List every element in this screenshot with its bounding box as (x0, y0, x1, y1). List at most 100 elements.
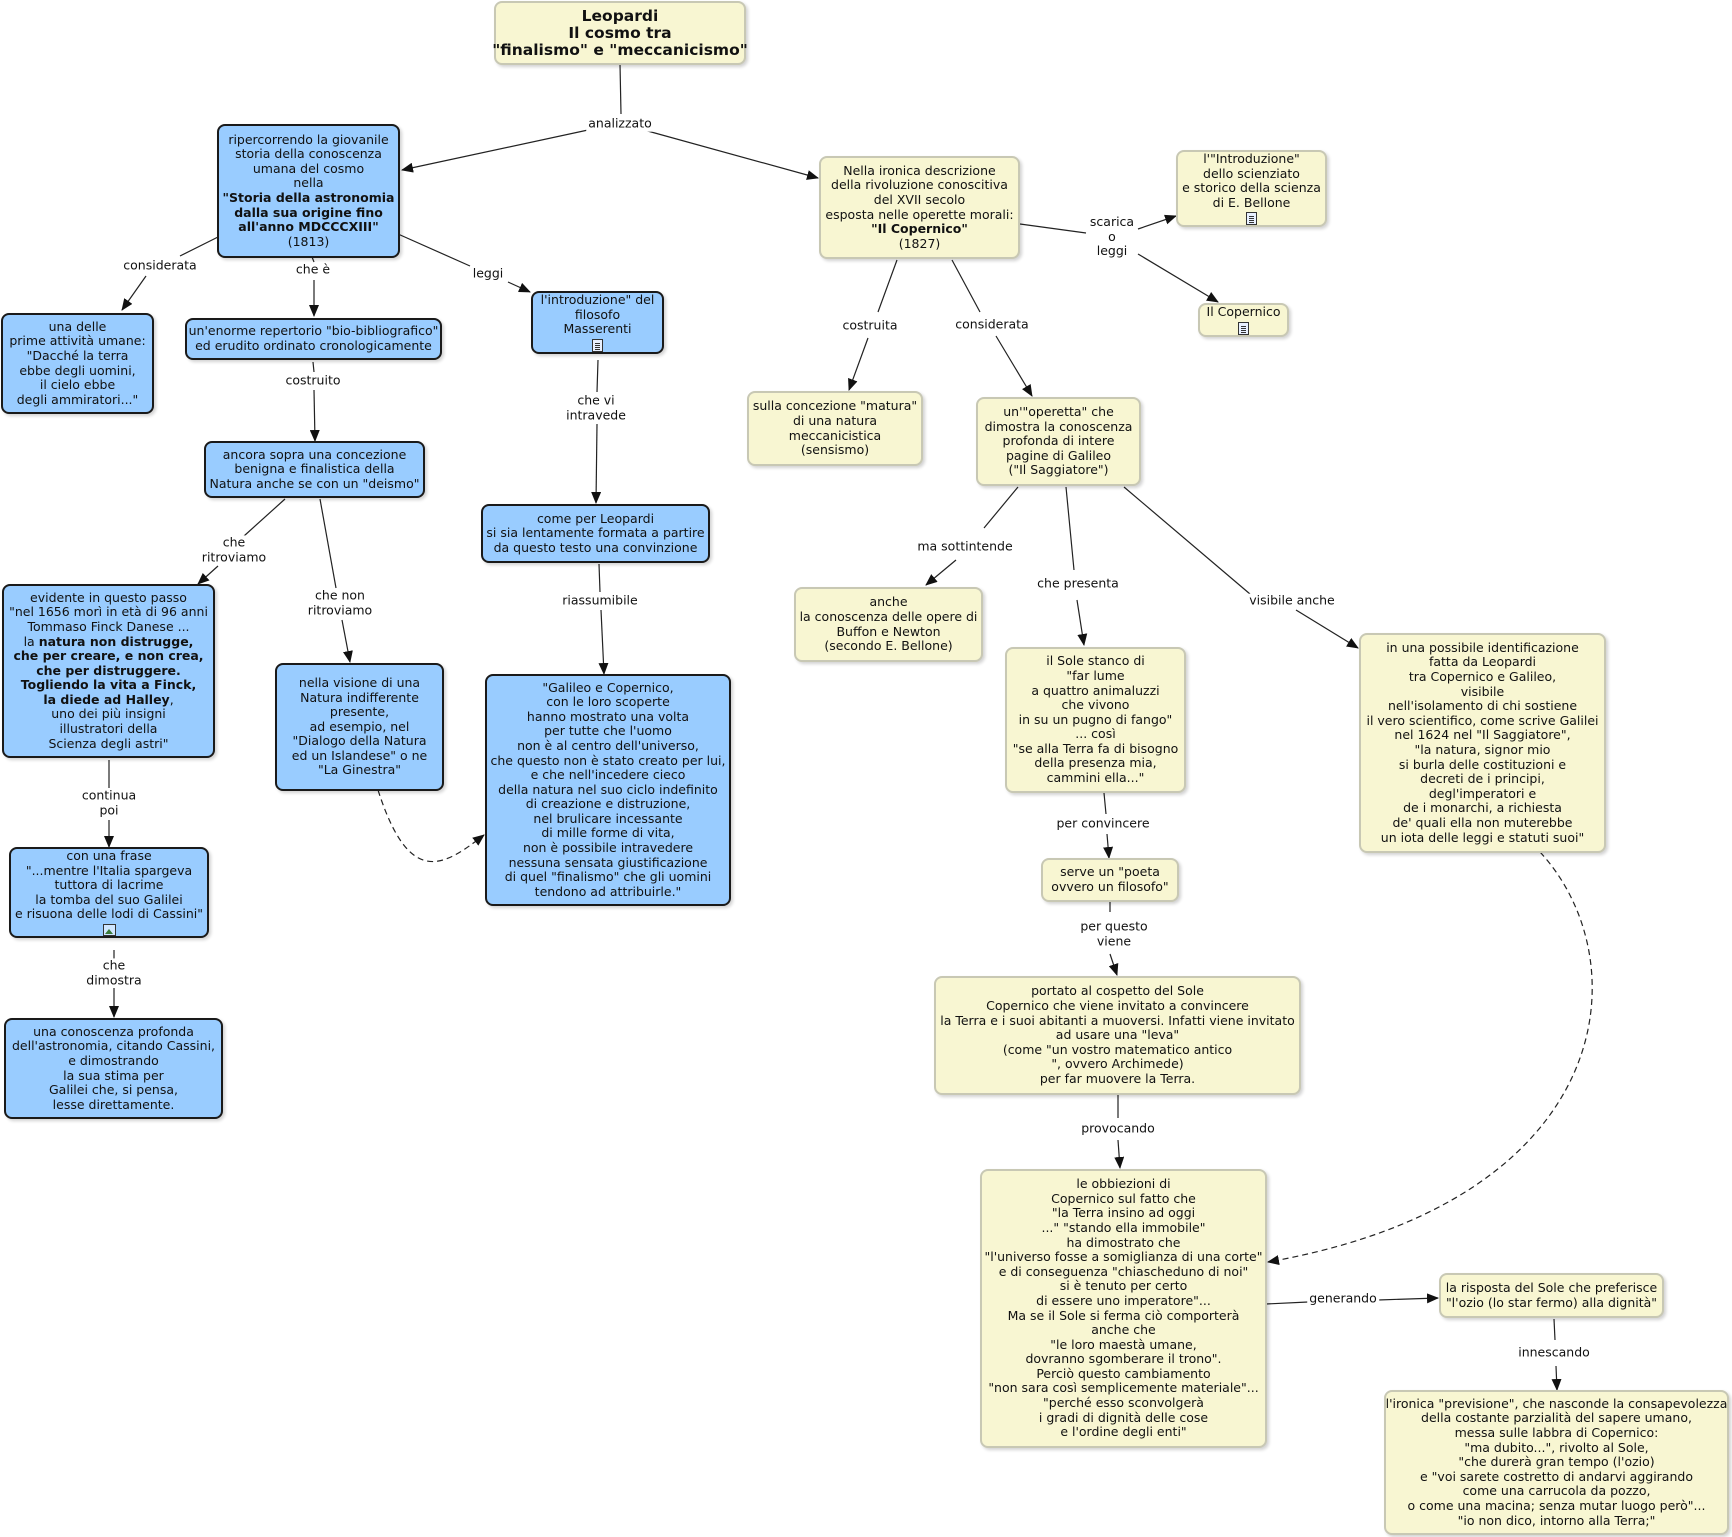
identificazione-node[interactable]: in una possibile identificazione fatta d… (1359, 633, 1606, 853)
risposta-sole-node[interactable]: la risposta del Sole che preferisce "l'o… (1439, 1273, 1664, 1318)
masserenti-text: l'introduzione" del filosofo Masserenti (540, 292, 655, 337)
edge (598, 609, 609, 675)
poeta-text: serve un "poeta ovvero un filosofo" (1051, 864, 1169, 894)
edge (643, 129, 819, 180)
document-icon[interactable] (1246, 212, 1257, 225)
sole-stanco-text: il Sole stanco di "far lume a quattro an… (1012, 653, 1179, 786)
edge (312, 361, 315, 373)
edge (1114, 1139, 1125, 1169)
edge (401, 129, 589, 173)
edge (197, 565, 219, 585)
sole-stanco-node[interactable]: il Sole stanco di "far lume a quattro an… (1005, 647, 1186, 793)
link-label-ma-sottintende: ma sottintende (915, 538, 1015, 555)
document-icon[interactable] (1238, 321, 1249, 335)
document-icon[interactable] (592, 338, 603, 352)
galileo-copernico-node[interactable]: "Galileo e Copernico, con le loro scoper… (485, 674, 731, 906)
obbiezioni-text: le obbiezioni di Copernico sul fatto che… (984, 1176, 1263, 1440)
poeta-node[interactable]: serve un "poeta ovvero un filosofo" (1041, 858, 1179, 902)
dashed-edge (369, 777, 485, 863)
edge (925, 559, 957, 586)
edge (1103, 833, 1114, 859)
link-label-visibile-anche: visibile anche (1247, 592, 1337, 609)
link-label-che-e: che è (293, 261, 333, 278)
title-node[interactable]: Leopardi Il cosmo tra "finalismo" e "mec… (492, 1, 748, 65)
repertorio-node[interactable]: un'enorme repertorio "bio-bibliografico"… (185, 318, 442, 360)
buffon-node[interactable]: anche la conoscenza delle opere di Buffo… (794, 587, 983, 662)
repertorio-text: un'enorme repertorio "bio-bibliografico"… (188, 323, 439, 353)
edge (995, 335, 1033, 397)
evidente-bold: natura non distrugge, che per creare, e … (13, 633, 204, 707)
edge (179, 236, 219, 257)
prime-attivita-node[interactable]: una delle prime attività umane: "Dacché … (1, 313, 154, 414)
edge (951, 259, 981, 313)
obbiezioni-node[interactable]: le obbiezioni di Copernico sul fatto che… (980, 1169, 1267, 1448)
link-label-scarica-o-leggi: scarica o leggi (1087, 214, 1137, 259)
edge (397, 233, 471, 267)
edge (309, 389, 320, 442)
edge (319, 498, 337, 589)
edge (1377, 1293, 1439, 1304)
link-label-analizzato: analizzato (586, 115, 654, 132)
conoscenza-profonda-node[interactable]: una conoscenza profonda dell'astronomia,… (4, 1018, 223, 1119)
edge (243, 498, 286, 537)
identificazione-text: in una possibile identificazione fatta d… (1366, 639, 1599, 845)
copernico-descrizione-node[interactable]: Nella ironica descrizione della rivoluzi… (819, 156, 1020, 259)
link-label-costruito: costruito (283, 372, 343, 389)
il-copernico-node[interactable]: Il Copernico (1198, 303, 1289, 337)
edge (1137, 253, 1219, 303)
title-line-3: "finalismo" e "meccanicismo" (492, 40, 748, 59)
introduzione-bellone-node[interactable]: l'"Introduzione" dello scienziato e stor… (1176, 150, 1327, 227)
edge (1553, 1318, 1556, 1341)
edge (1019, 223, 1087, 234)
concezione-matura-node[interactable]: sulla concezione "matura" di una natura … (747, 391, 923, 466)
edge (619, 63, 622, 115)
evidente-node[interactable]: evidente in questo passo "nel 1656 morì … (2, 584, 215, 758)
con-una-frase-node[interactable]: con una frase "...mentre l'Italia sparge… (9, 847, 209, 938)
storia-astronomia-node[interactable]: ripercorrendo la giovanile storia della … (217, 124, 400, 258)
edge (507, 281, 531, 293)
link-label-continua-poi: continua poi (79, 787, 139, 818)
evidente-post: , uno dei più insigni illustratori della… (48, 691, 174, 751)
link-label-considerata-2: considerata (953, 316, 1031, 333)
introduzione-bellone-text: l'"Introduzione" dello scienziato e stor… (1182, 151, 1321, 210)
come-leopardi-node[interactable]: come per Leopardi si sia lentamente form… (481, 504, 710, 563)
buffon-text: anche la conoscenza delle opere di Buffo… (799, 594, 978, 654)
edge (983, 486, 1019, 529)
galileo-copernico-text: "Galileo e Copernico, con le loro scoper… (490, 679, 726, 899)
storia-bold: "Storia della astronomia dalla sua origi… (222, 190, 395, 235)
link-label-per-questo-viene: per questo viene (1078, 918, 1150, 949)
image-icon[interactable] (102, 923, 116, 936)
ironica-previsione-node[interactable]: l'ironica "previsione", che nasconde la … (1384, 1390, 1729, 1535)
il-copernico-text: Il Copernico (1206, 304, 1281, 320)
link-label-che-vi-intravede: che vi intravede (564, 392, 628, 423)
link-label-considerata: considerata (121, 257, 199, 274)
copernico-desc-post: (1827) (898, 235, 941, 251)
title-line-2: Il cosmo tra (568, 23, 672, 42)
edge (848, 337, 869, 391)
edge (1551, 1365, 1562, 1391)
edge (1103, 792, 1107, 815)
link-label-generando: generando (1307, 1290, 1379, 1307)
come-leopardi-text: come per Leopardi si sia lentamente form… (486, 510, 705, 555)
ironica-previsione-text: l'ironica "previsione", che nasconde la … (1385, 1395, 1728, 1528)
concezione-benigna-node[interactable]: ancora sopra una concezione benigna e fi… (204, 441, 425, 498)
prime-attivita-text: una delle prime attività umane: "Dacché … (9, 318, 146, 407)
portato-node[interactable]: portato al cospetto del Sole Copernico c… (934, 976, 1301, 1095)
edge (1265, 1301, 1309, 1305)
title-line-1: Leopardi (581, 6, 659, 25)
link-label-che-dimostra: che dimostra (84, 957, 144, 988)
edge (1108, 953, 1119, 976)
copernico-desc-bold: "Il Copernico" (871, 221, 968, 237)
edge (877, 259, 898, 313)
concezione-matura-text: sulla concezione "matura" di una natura … (752, 398, 918, 458)
edge (341, 619, 353, 663)
conoscenza-profonda-text: una conoscenza profonda dell'astronomia,… (11, 1023, 216, 1112)
operetta-text: un'"operetta" che dimostra la conoscenza… (984, 404, 1133, 478)
link-label-leggi: leggi (470, 265, 506, 282)
copernico-desc-pre: Nella ironica descrizione della rivoluzi… (825, 162, 1014, 222)
concezione-benigna-text: ancora sopra una concezione benigna e fi… (209, 446, 420, 491)
link-label-provocando: provocando (1079, 1120, 1157, 1137)
operetta-node[interactable]: un'"operetta" che dimostra la conoscenza… (976, 397, 1141, 486)
visione-natura-node[interactable]: nella visione di una Natura indifferente… (275, 663, 444, 791)
masserenti-node[interactable]: l'introduzione" del filosofo Masserenti (531, 291, 664, 354)
